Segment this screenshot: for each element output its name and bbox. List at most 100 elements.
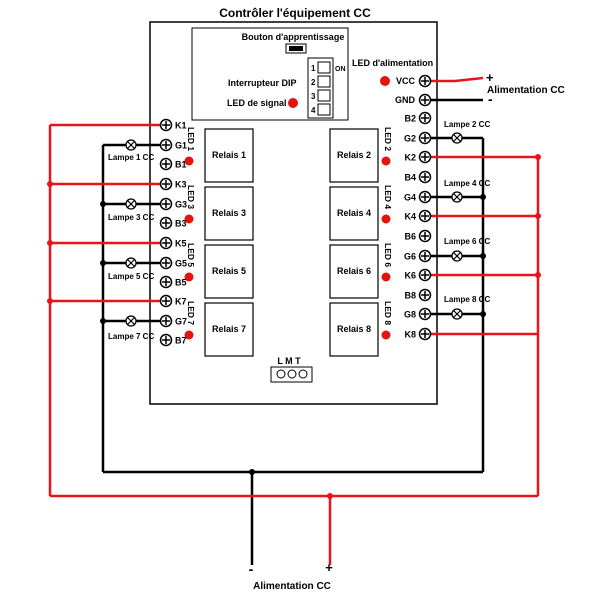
terminal-label: B3	[175, 219, 187, 229]
wire-junction	[535, 213, 541, 219]
dip-switch[interactable]	[307, 57, 334, 119]
svg-text:LED 7: LED 7	[186, 301, 196, 325]
led-indicator: LED 2	[381, 127, 393, 166]
learn-button[interactable]	[285, 43, 307, 54]
svg-text:LED 2: LED 2	[383, 127, 393, 151]
power-bottom-label: Alimentation CC	[253, 581, 331, 592]
terminal-label: K2	[404, 153, 416, 163]
dip-number: 2	[311, 78, 316, 87]
lmt-label: L M T	[277, 356, 301, 366]
terminal-b6[interactable]	[418, 229, 432, 243]
board-title: Contrôler l'équipement CC	[219, 6, 371, 20]
terminal-vcc[interactable]	[418, 74, 432, 88]
lamp-icon	[451, 132, 463, 144]
terminal-b3[interactable]	[159, 216, 173, 230]
terminal-label: B5	[175, 278, 187, 288]
svg-text:LED 6: LED 6	[383, 243, 393, 267]
svg-text:Relais 8: Relais 8	[337, 324, 371, 334]
power-right-plus: +	[486, 70, 494, 85]
terminal-label: B7	[175, 336, 187, 346]
terminal-g3[interactable]	[159, 197, 173, 211]
terminal-k3[interactable]	[159, 177, 173, 191]
svg-text:LED 8: LED 8	[383, 301, 393, 325]
terminal-g5[interactable]	[159, 256, 173, 270]
dip-number: 1	[311, 64, 316, 73]
wire-junction	[100, 318, 106, 324]
lamp-label: Lampe 7 CC	[108, 332, 154, 341]
terminal-g8[interactable]	[418, 307, 432, 321]
terminal-b1[interactable]	[159, 157, 173, 171]
power-led	[380, 76, 390, 86]
terminal-k2[interactable]	[418, 150, 432, 164]
terminal-g7[interactable]	[159, 314, 173, 328]
lamp-icon	[451, 250, 463, 262]
svg-text:Relais 5: Relais 5	[212, 266, 246, 276]
svg-text:LED 3: LED 3	[186, 185, 196, 209]
power-right-minus: -	[488, 91, 493, 107]
wire-junction	[535, 154, 541, 160]
terminal-gnd[interactable]	[418, 93, 432, 107]
wire-junction	[100, 260, 106, 266]
signal-led	[288, 98, 298, 108]
wire-junction	[47, 181, 53, 187]
terminal-b8[interactable]	[418, 288, 432, 302]
lamp-icon	[125, 139, 137, 151]
dip-on-label: ON	[335, 66, 346, 73]
terminal-k5[interactable]	[159, 236, 173, 250]
terminal-label: B1	[175, 160, 187, 170]
terminal-label: G5	[175, 259, 187, 269]
gnd-label: GND	[395, 95, 416, 105]
led-indicator: LED 1	[184, 127, 196, 166]
lamp-icon	[125, 198, 137, 210]
terminal-label: K3	[175, 180, 187, 190]
svg-text:LED 5: LED 5	[186, 243, 196, 267]
wire-junction	[480, 194, 486, 200]
svg-text:Relais 4: Relais 4	[337, 208, 371, 218]
terminal-label: K1	[175, 121, 187, 131]
power-bottom-plus: +	[325, 560, 333, 575]
terminal-label: B4	[404, 173, 416, 183]
power-right-label: Alimentation CC	[487, 85, 565, 96]
terminal-label: G1	[175, 141, 187, 151]
svg-text:Relais 1: Relais 1	[212, 150, 246, 160]
terminal-b7[interactable]	[159, 333, 173, 347]
wire-junction	[47, 240, 53, 246]
terminal-k7[interactable]	[159, 294, 173, 308]
lamp-icon	[451, 191, 463, 203]
relay-box: Relais 4	[329, 186, 379, 241]
svg-text:LED 1: LED 1	[186, 127, 196, 151]
terminal-g4[interactable]	[418, 190, 432, 204]
terminal-label: G2	[404, 134, 416, 144]
led-indicator: LED 3	[184, 185, 196, 224]
power-bottom-minus: -	[249, 561, 254, 577]
lamp-label: Lampe 4 CC	[444, 179, 490, 188]
wire-junction	[535, 272, 541, 278]
terminal-label: G8	[404, 310, 416, 320]
terminal-g6[interactable]	[418, 249, 432, 263]
lamp-icon	[125, 257, 137, 269]
lamp-label: Lampe 3 CC	[108, 213, 154, 222]
lamp-label: Lampe 1 CC	[108, 153, 154, 162]
learn-button-label: Bouton d'apprentissage	[242, 32, 345, 42]
terminal-k4[interactable]	[418, 209, 432, 223]
terminal-k8[interactable]	[418, 327, 432, 341]
led-indicator: LED 6	[381, 243, 393, 282]
terminal-label: G3	[175, 200, 187, 210]
power-led-label: LED d'alimentation	[352, 58, 433, 68]
vcc-wire	[425, 76, 484, 83]
dip-number: 4	[311, 106, 316, 115]
lamp-label: Lampe 2 CC	[444, 120, 490, 129]
terminal-label: K8	[404, 330, 416, 340]
lmt-connector[interactable]	[270, 366, 313, 383]
terminal-g1[interactable]	[159, 138, 173, 152]
terminal-g2[interactable]	[418, 131, 432, 145]
terminal-k6[interactable]	[418, 268, 432, 282]
terminal-b2[interactable]	[418, 111, 432, 125]
lamp-label: Lampe 6 CC	[444, 237, 490, 246]
terminal-b5[interactable]	[159, 275, 173, 289]
terminal-b4[interactable]	[418, 170, 432, 184]
terminal-k1[interactable]	[159, 118, 173, 132]
relay-box: Relais 2	[329, 128, 379, 183]
svg-text:LED 4: LED 4	[383, 185, 393, 209]
svg-text:Relais 3: Relais 3	[212, 208, 246, 218]
